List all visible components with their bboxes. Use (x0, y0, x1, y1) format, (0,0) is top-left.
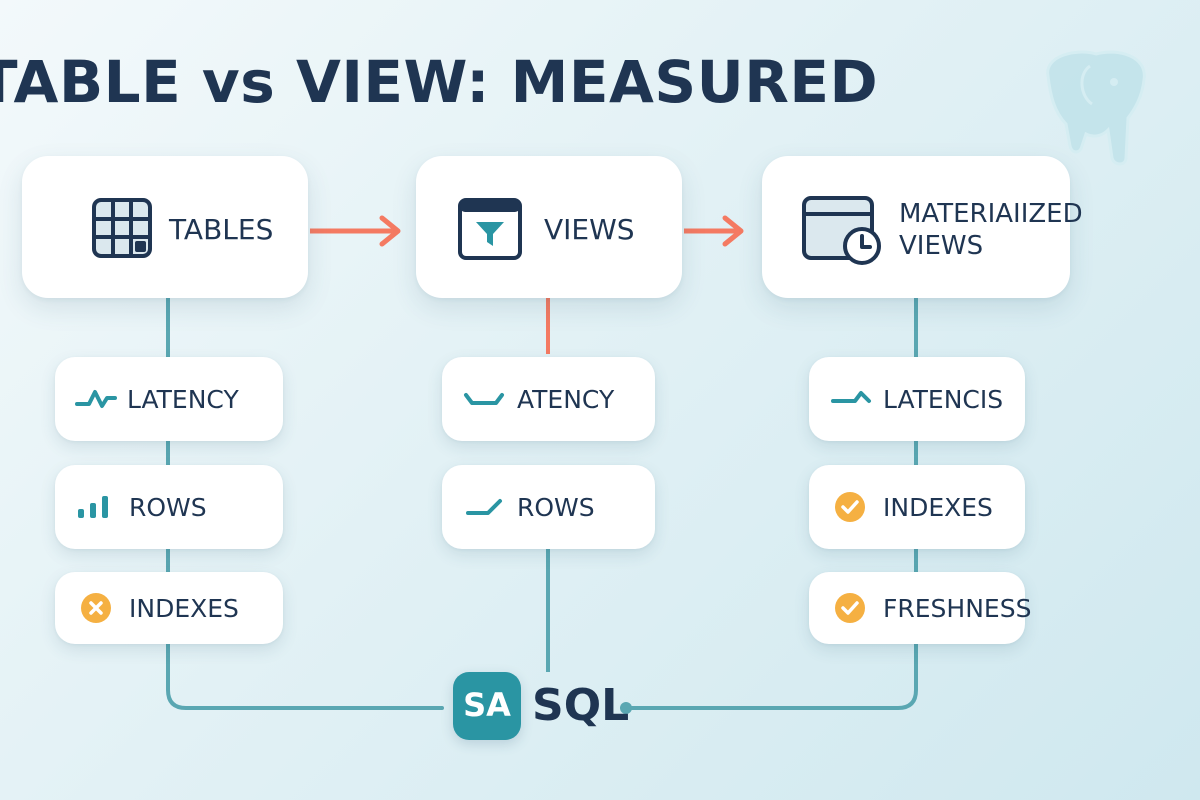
table-grid-icon (92, 198, 152, 258)
sql-hub-badge[interactable]: SA (453, 672, 521, 740)
views-latency-label: ATENCY (517, 385, 615, 414)
matviews-header-line2: VIEWS (899, 231, 984, 261)
matviews-card[interactable]: MATERIAIIZED VIEWS (762, 156, 1083, 298)
views-header-label: VIEWS (544, 213, 635, 246)
cross-badge-icon (81, 593, 111, 623)
matviews-header-line1: MATERIAIIZED (899, 199, 1083, 229)
arrow-tables-to-views (310, 215, 401, 247)
trend-line-icon (466, 499, 502, 515)
matviews-freshness-label: FRESHNESS (883, 594, 1032, 623)
tables-latency-label: LATENCY (127, 385, 239, 414)
tables-latency-item[interactable]: LATENCY (55, 357, 283, 441)
tables-indexes-label: INDEXES (129, 594, 239, 623)
postgres-elephant-icon (1046, 50, 1146, 166)
tables-connector (166, 296, 444, 710)
matviews-latency-item[interactable]: LATENCIS (809, 357, 1025, 441)
tables-header-label: TABLES (169, 213, 274, 246)
bar-chart-icon (78, 496, 108, 518)
check-badge-icon (835, 492, 865, 522)
matviews-indexes-label: INDEXES (883, 493, 993, 522)
sql-connector-node (620, 702, 632, 714)
views-rows-item[interactable]: ROWS (442, 465, 655, 549)
matviews-freshness-item[interactable]: FRESHNESS (809, 572, 1031, 644)
tables-card[interactable]: TABLES (22, 156, 308, 298)
filter-window-icon (458, 198, 522, 260)
views-card[interactable]: VIEWS (416, 156, 682, 298)
check-badge-icon (835, 593, 865, 623)
sql-hub-label: SQL (532, 680, 630, 731)
tables-indexes-item[interactable]: INDEXES (55, 572, 283, 644)
tables-rows-item[interactable]: ROWS (55, 465, 283, 549)
page-title: TABLE vs VIEW: MEASURED (0, 48, 879, 116)
matviews-latency-label: LATENCIS (883, 385, 1004, 414)
tables-rows-label: ROWS (129, 493, 207, 522)
window-clock-icon (802, 196, 881, 265)
views-latency-item[interactable]: ATENCY (442, 357, 655, 441)
latency-wave-icon (75, 390, 117, 408)
matviews-connector (626, 296, 918, 710)
arrow-views-to-matviews (684, 215, 744, 247)
views-rows-label: ROWS (517, 493, 595, 522)
latency-trough-icon (464, 393, 504, 405)
sql-hub-badge-text: SA (463, 686, 511, 724)
latency-step-icon (831, 391, 871, 403)
matviews-indexes-item[interactable]: INDEXES (809, 465, 1025, 549)
